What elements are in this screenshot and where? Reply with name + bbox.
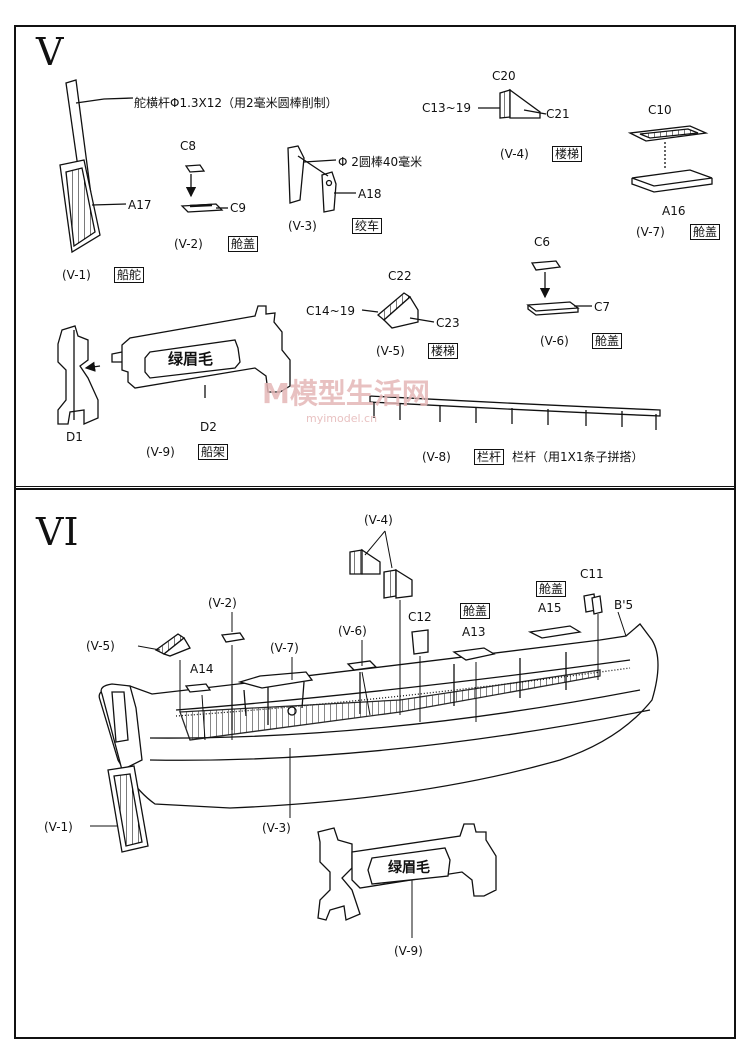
step-v9-name: 船架 [198, 444, 229, 460]
part-a17: A17 [128, 198, 152, 212]
vi-label-v2: (V-2) [208, 596, 237, 610]
step-v1-name: 船舵 [114, 267, 145, 283]
part-c14-19: C14~19 [306, 304, 355, 318]
hatch-v6-drawing [526, 260, 592, 316]
part-d1: D1 [66, 430, 83, 444]
boat-drawing [98, 623, 659, 809]
hatch-v2-drawing [180, 164, 228, 213]
step-v5-name: 楼梯 [428, 343, 459, 359]
part-c6: C6 [534, 235, 551, 249]
tiller-note: 舵横杆Φ1.3X12（用2毫米圆棒削制） [134, 96, 338, 110]
part-a18: A18 [358, 187, 382, 201]
step-v4: (V-4) [500, 147, 529, 161]
step-v5: (V-5) [376, 344, 405, 358]
vi-label-hatch-a13: 舱盖 [460, 603, 491, 619]
winch-drawing [287, 145, 356, 213]
vi-label-c11: C11 [580, 567, 604, 581]
vi-label-b5: B'5 [614, 598, 634, 612]
vi-label-a13: A13 [462, 625, 486, 639]
section-v-frame [14, 25, 736, 490]
vi-label-c12: C12 [408, 610, 432, 624]
vi-label-v3: (V-3) [262, 821, 291, 835]
vi-label-v6: (V-6) [338, 624, 367, 638]
vi-label-a14: A14 [190, 662, 214, 676]
section-vi-title: VI [36, 510, 79, 554]
part-c21: C21 [546, 107, 570, 121]
watermark-main: M模型生活网 [262, 377, 430, 410]
vi-stand-plate: 绿眉毛 [388, 860, 430, 876]
watermark-url: myimodel.cn [306, 412, 378, 425]
step-v6: (V-6) [540, 334, 569, 348]
vi-label-v5: (V-5) [86, 639, 115, 653]
step-v3-name: 绞车 [352, 218, 383, 234]
vi-label-v1: (V-1) [44, 820, 73, 834]
part-a16: A16 [662, 204, 686, 218]
stand-name-plate: 绿眉毛 [168, 350, 214, 368]
part-c13-19: C13~19 [422, 101, 471, 115]
part-c9: C9 [230, 201, 247, 215]
ladder-v4-drawing [478, 88, 547, 119]
railing-note: 栏杆（用1X1条子拼搭） [512, 450, 644, 464]
railing-v8-drawing [369, 395, 661, 430]
part-c23: C23 [436, 316, 460, 330]
ladder-v5-drawing [361, 292, 435, 329]
vi-label-v7: (V-7) [270, 641, 299, 655]
part-c20: C20 [492, 69, 516, 83]
hatch-v7-drawing [627, 125, 713, 193]
stand-vi-drawing [317, 823, 497, 921]
step-v3: (V-3) [288, 219, 317, 233]
step-v1: (V-1) [62, 268, 91, 282]
step-v8: (V-8) [422, 450, 451, 464]
vi-label-hatch-a15: 舱盖 [536, 581, 567, 597]
step-v6-name: 舱盖 [592, 333, 623, 349]
section-vi-frame [14, 486, 736, 1039]
step-v2: (V-2) [174, 237, 203, 251]
vi-label-v9: (V-9) [394, 944, 423, 958]
step-v2-name: 舱盖 [228, 236, 259, 252]
winch-note: Φ 2圆棒40毫米 [338, 155, 423, 169]
section-v-title: V [36, 30, 64, 74]
leader-lines [90, 530, 627, 938]
step-v7: (V-7) [636, 225, 665, 239]
part-c7: C7 [594, 300, 611, 314]
stand-v9-drawing [57, 305, 291, 425]
step-v4-name: 楼梯 [552, 146, 583, 162]
step-v9: (V-9) [146, 445, 175, 459]
vi-label-a15: A15 [538, 601, 562, 615]
step-v7-name: 舱盖 [690, 224, 721, 240]
watermark: M模型生活网 myimodel.cn [262, 372, 430, 425]
step-v8-name: 栏杆 [474, 449, 505, 465]
boat-parts-drawing [107, 548, 603, 853]
part-c10: C10 [648, 103, 672, 117]
part-c22: C22 [388, 269, 412, 283]
part-d2: D2 [200, 420, 217, 434]
rudder-drawing [59, 79, 134, 254]
part-c8: C8 [180, 139, 197, 153]
vi-label-v4: (V-4) [364, 513, 393, 527]
